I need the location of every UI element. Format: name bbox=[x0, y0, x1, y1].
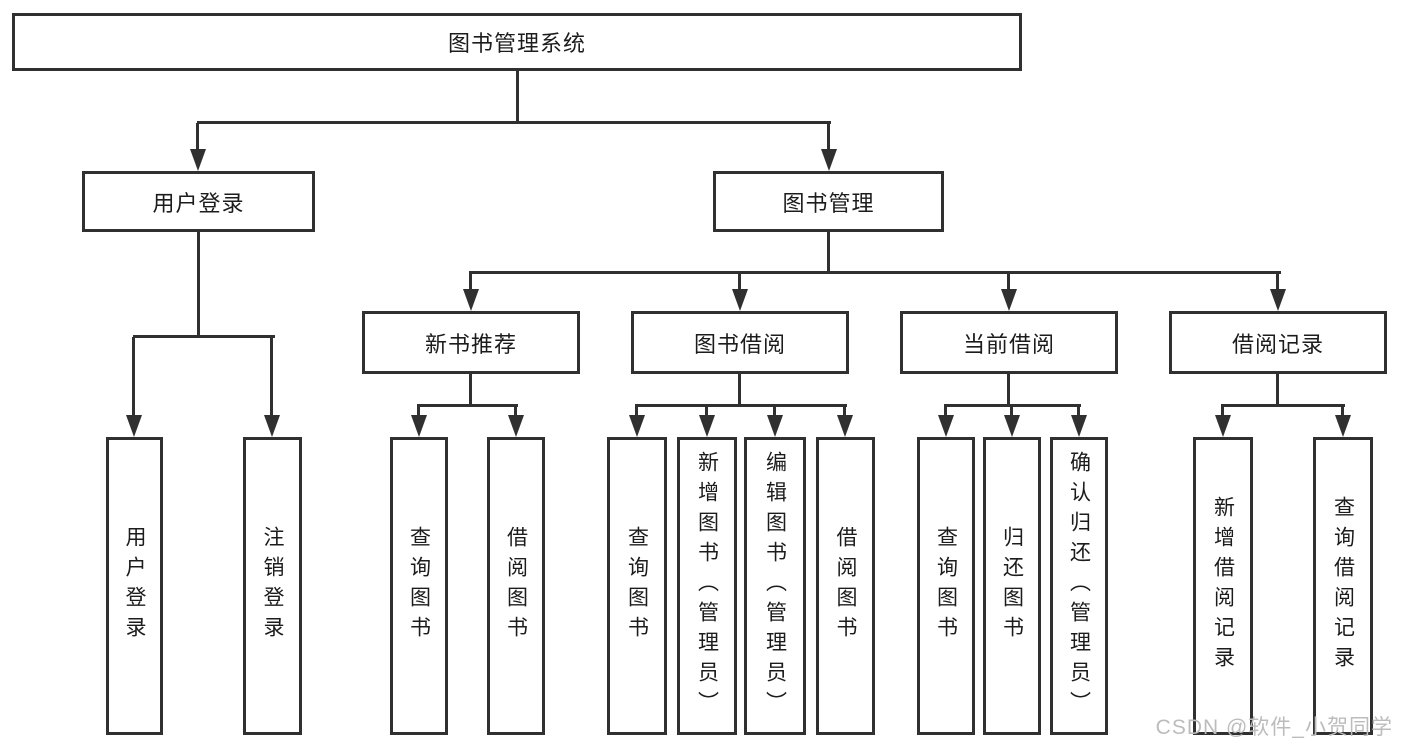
leaf-add-books-admin: 新增图书（管理员） bbox=[677, 437, 737, 735]
arrow-to-leaf bbox=[837, 406, 853, 437]
connector-root-bar bbox=[197, 121, 831, 124]
arrow-to-leaf bbox=[629, 406, 645, 437]
leaf-logout-label: 注销登录 bbox=[261, 526, 284, 646]
arrow-to-current-borrow bbox=[1001, 273, 1017, 311]
leaf-borrow-books-2: 借阅图书 bbox=[816, 437, 875, 735]
arrow-to-leaf bbox=[1004, 406, 1020, 437]
arrow-to-borrow-records bbox=[1270, 273, 1286, 311]
node-borrow-records: 借阅记录 bbox=[1169, 311, 1387, 374]
arrow-to-new-book bbox=[463, 273, 479, 311]
node-user-login-label: 用户登录 bbox=[152, 190, 245, 216]
leaf-add-borrow-record-label: 新增借阅记录 bbox=[1211, 496, 1235, 676]
leaf-borrow-books-1: 借阅图书 bbox=[487, 437, 545, 735]
leaf-edit-books-admin: 编辑图书（管理员） bbox=[744, 437, 806, 735]
node-root: 图书管理系统 bbox=[12, 13, 1022, 71]
leaf-add-borrow-record: 新增借阅记录 bbox=[1193, 437, 1253, 735]
arrow-to-leaf bbox=[508, 406, 524, 437]
leaf-query-books-1-label: 查询图书 bbox=[407, 526, 431, 646]
connector-current-borrow-stem bbox=[1007, 373, 1010, 406]
leaf-query-books-3-label: 查询图书 bbox=[934, 526, 958, 646]
connector-new-book-stem bbox=[469, 373, 472, 406]
leaf-edit-books-admin-label: 编辑图书（管理员） bbox=[763, 451, 787, 721]
connector-book-borrow-bar bbox=[635, 404, 847, 407]
node-book-management: 图书管理 bbox=[713, 171, 944, 232]
node-current-borrow: 当前借阅 bbox=[900, 311, 1118, 374]
node-root-label: 图书管理系统 bbox=[447, 31, 586, 56]
node-book-borrow-label: 图书借阅 bbox=[693, 331, 786, 357]
node-book-management-label: 图书管理 bbox=[782, 190, 875, 216]
connector-book-borrow-stem bbox=[738, 373, 741, 406]
connector-book-management-stem bbox=[827, 231, 830, 273]
leaf-return-books-label: 归还图书 bbox=[1000, 526, 1024, 646]
csdn-watermark: CSDN @软件_小贺同学 bbox=[1155, 716, 1393, 739]
leaf-return-books: 归还图书 bbox=[983, 437, 1041, 735]
node-user-login: 用户登录 bbox=[82, 171, 315, 232]
connector-borrow-records-bar bbox=[1221, 404, 1345, 407]
arrow-to-user-login bbox=[190, 123, 206, 171]
arrow-to-leaf bbox=[699, 406, 715, 437]
leaf-add-books-admin-label: 新增图书（管理员） bbox=[695, 451, 719, 721]
arrow-to-leaf bbox=[1071, 406, 1087, 437]
arrow-to-leaf bbox=[938, 406, 954, 437]
node-book-borrow: 图书借阅 bbox=[631, 311, 849, 374]
connector-book-management-bar bbox=[469, 271, 1281, 274]
leaf-query-borrow-record-label: 查询借阅记录 bbox=[1331, 496, 1355, 676]
connector-borrow-records-stem bbox=[1276, 373, 1279, 406]
leaf-query-books-1: 查询图书 bbox=[390, 437, 448, 735]
leaf-borrow-books-2-label: 借阅图书 bbox=[834, 526, 857, 646]
node-new-book-recommend: 新书推荐 bbox=[362, 311, 580, 374]
leaf-confirm-return-admin-label: 确认归还（管理员） bbox=[1067, 451, 1091, 721]
node-borrow-records-label: 借阅记录 bbox=[1231, 331, 1324, 357]
arrow-to-book-borrow bbox=[732, 273, 748, 311]
arrow-to-leaf bbox=[1335, 406, 1351, 437]
leaf-query-borrow-record: 查询借阅记录 bbox=[1313, 437, 1373, 735]
leaf-query-books-3: 查询图书 bbox=[917, 437, 975, 735]
connector-new-book-bar bbox=[417, 404, 518, 407]
arrow-to-book-management bbox=[821, 123, 837, 171]
node-new-book-recommend-label: 新书推荐 bbox=[424, 331, 517, 357]
arrow-to-leaf-logout bbox=[264, 337, 280, 437]
arrow-to-leaf bbox=[767, 406, 783, 437]
connector-user-login-stem bbox=[197, 231, 200, 337]
connector-root-stem bbox=[516, 69, 519, 123]
leaf-user-login: 用户登录 bbox=[106, 437, 163, 735]
connector-current-borrow-bar bbox=[944, 404, 1081, 407]
leaf-query-books-2: 查询图书 bbox=[607, 437, 667, 735]
connector-user-login-bar bbox=[133, 335, 275, 338]
node-current-borrow-label: 当前借阅 bbox=[962, 331, 1055, 357]
leaf-borrow-books-1-label: 借阅图书 bbox=[504, 526, 528, 646]
leaf-confirm-return-admin: 确认归还（管理员） bbox=[1050, 437, 1108, 735]
leaf-user-login-label: 用户登录 bbox=[123, 526, 146, 646]
leaf-logout: 注销登录 bbox=[243, 437, 302, 735]
arrow-to-leaf bbox=[411, 406, 427, 437]
arrow-to-leaf-user-login bbox=[126, 337, 142, 437]
arrow-to-leaf bbox=[1215, 406, 1231, 437]
leaf-query-books-2-label: 查询图书 bbox=[625, 526, 649, 646]
